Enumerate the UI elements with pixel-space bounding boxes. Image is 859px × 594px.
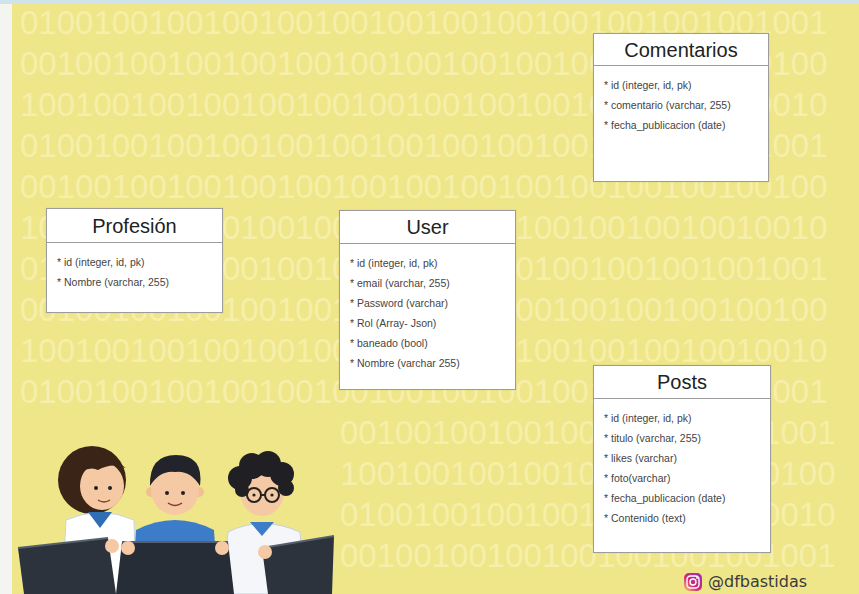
table-box: Comentarios * id (integer, id, pk)* comen… [593, 33, 769, 182]
field-text: * email (varchar, 255) [350, 273, 450, 293]
field-text: * likes (varchar) [604, 448, 677, 468]
field-text: * Password (varchar) [350, 293, 448, 313]
table-header: Profesión [47, 209, 222, 243]
field-text: * baneado (bool) [350, 333, 428, 353]
instagram-icon [684, 573, 702, 591]
kids-illustration [18, 446, 334, 594]
field-text: * comentario (varchar, 255) [604, 95, 731, 115]
field-list: * id (integer, id, pk)* comentario (varc… [594, 66, 768, 143]
table-title: Posts [657, 370, 707, 394]
top-strip [0, 0, 859, 4]
table-header: Posts [594, 366, 770, 399]
field-text: * Rol (Array- Json) [350, 313, 436, 333]
table-box: Posts * id (integer, id, pk)* titulo (var… [593, 365, 771, 553]
field-text: * id (integer, id, pk) [350, 253, 438, 273]
table-header: Comentarios [594, 34, 768, 66]
field-text: * id (integer, id, pk) [604, 75, 692, 95]
table-title: Profesión [92, 214, 177, 238]
field-text: * Nombre (varchar 255) [350, 353, 460, 373]
table-box: Profesión * id (integer, id, pk)* Nombre … [46, 208, 223, 313]
table-title: Comentarios [624, 38, 737, 62]
field-text: * Nombre (varchar, 255) [57, 272, 169, 292]
field-text: * fecha_publicacion (date) [604, 115, 725, 135]
field-text: * foto(varchar) [604, 468, 671, 488]
field-text: * id (integer, id, pk) [57, 252, 145, 272]
table-title: User [406, 215, 448, 239]
social-handle: @dfbastidas [706, 572, 809, 591]
field-text: * Contenido (text) [604, 508, 686, 528]
yellow-panel [12, 4, 859, 594]
field-list: * id (integer, id, pk)* email (varchar, … [340, 244, 515, 381]
field-text: * id (integer, id, pk) [604, 408, 692, 428]
field-text: * titulo (varchar, 255) [604, 428, 701, 448]
field-list: * id (integer, id, pk)* Nombre (varchar,… [47, 243, 222, 300]
table-box: User * id (integer, id, pk)* email (varch… [339, 210, 516, 390]
field-text: * fecha_publicacion (date) [604, 488, 725, 508]
field-list: * id (integer, id, pk)* titulo (varchar,… [594, 399, 770, 536]
table-header: User [340, 211, 515, 244]
